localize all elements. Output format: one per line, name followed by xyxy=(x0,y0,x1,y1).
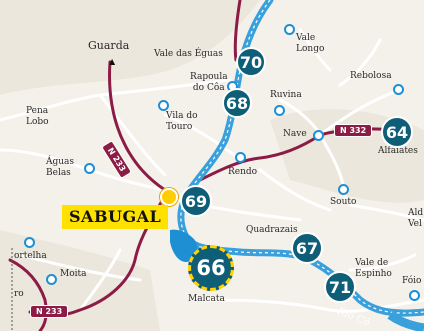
label-aguas-belas: Águas Belas xyxy=(46,157,75,178)
town-marker xyxy=(409,290,420,301)
label-souto: Souto xyxy=(330,197,357,207)
stage-marker-64[interactable]: 64 xyxy=(381,116,413,148)
label-ro: ro xyxy=(14,289,24,299)
stage-marker-66[interactable]: 66 xyxy=(188,245,234,291)
label-sabugal: SABUGAL xyxy=(62,205,169,229)
label-pena-lobo: Pena Lobo xyxy=(26,106,49,127)
label-rapoula: Rapoula do Côa xyxy=(190,72,228,93)
town-marker xyxy=(338,184,349,195)
label-rendo: Rendo xyxy=(228,167,258,177)
label-nave: Nave xyxy=(283,129,307,139)
town-marker xyxy=(46,274,57,285)
town-marker xyxy=(158,100,169,111)
stage-marker-70[interactable]: 70 xyxy=(236,47,266,77)
label-vale-de-espinho: Vale de Espinho xyxy=(355,258,392,279)
road-badge-n332: N 332 xyxy=(334,124,373,137)
label-vila-do-touro: Vila do Touro xyxy=(166,111,198,132)
label-vale-longo: Vale Longo xyxy=(296,33,325,54)
label-rebolosa: Rebolosa xyxy=(350,71,392,81)
town-marker xyxy=(284,24,295,35)
town-marker xyxy=(24,237,35,248)
stage-marker-67[interactable]: 67 xyxy=(291,232,323,264)
town-marker xyxy=(84,163,95,174)
label-malcata: Malcata xyxy=(188,294,225,304)
stage-marker-68[interactable]: 68 xyxy=(222,88,252,118)
label-foios: Fóio xyxy=(402,276,422,286)
label-quadrazais: Quadrazais xyxy=(246,225,298,235)
label-vale-das-eguas: Vale das Éguas xyxy=(154,49,223,59)
town-marker xyxy=(393,84,404,95)
town-marker xyxy=(235,152,246,163)
label-alfaiates: Alfaiates xyxy=(378,146,418,156)
town-marker xyxy=(274,105,285,116)
label-moita: Moita xyxy=(60,269,87,279)
stage-marker-69[interactable]: 69 xyxy=(180,185,212,217)
label-ruvina: Ruvina xyxy=(270,90,302,100)
north-arrow-icon: ▲ xyxy=(109,57,116,66)
sabugal-marker-icon xyxy=(160,188,178,206)
stage-marker-71[interactable]: 71 xyxy=(324,271,356,303)
road-badge-n233: N 233 xyxy=(30,305,69,318)
label-ald: Ald Vel xyxy=(408,208,424,229)
river-mouth xyxy=(387,311,424,331)
label-ortelha: ortelha xyxy=(14,251,47,261)
sabugal-pin-icon xyxy=(170,229,198,262)
label-guarda: Guarda xyxy=(88,39,130,52)
land-patch xyxy=(0,0,260,95)
town-marker xyxy=(313,130,324,141)
